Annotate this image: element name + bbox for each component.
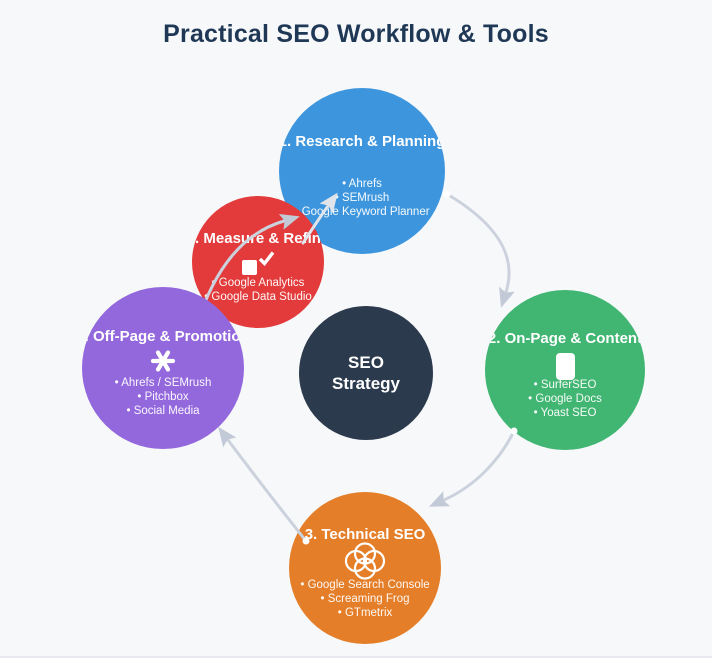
tool-item: SEMrush [294,191,429,205]
node-onpage-content: 2. On-Page & Content SurferSEOGoogle Doc… [485,290,645,450]
node-title: 5. Measure & Refine [192,230,324,247]
tool-list: SurferSEOGoogle DocsYoast SEO [528,378,602,420]
tool-list: Google AnalyticsGoogle Data Studio [204,276,312,304]
checkmark-icon [258,250,274,266]
edge-start-dot [443,190,451,198]
node-title: 4. Off-Page & Promotion [82,328,244,345]
tool-list: Google Search ConsoleScreaming FrogGTmet… [300,578,430,620]
tool-item: Google Search Console [300,578,430,592]
tool-item: Ahrefs [294,177,429,191]
checkbox-icon [241,259,257,275]
tool-item: Google Data Studio [204,290,311,304]
page-title: Practical SEO Workflow & Tools [163,20,549,48]
center-label-line2: Strategy [331,374,401,393]
center-label-line1: SEO [348,353,384,372]
edge-technical-to-offpage [218,426,308,543]
tool-item: SurferSEO [528,378,602,392]
tool-item: Google Docs [528,392,601,406]
tool-item: Pitchbox [115,390,212,404]
node-technical-seo: 3. Technical SEO Google Search ConsoleSc… [289,492,441,644]
tool-item: GTmetrix [300,606,429,620]
bottom-border [0,656,712,658]
edge-research-to-onpage [445,192,515,308]
tool-item: Google Analytics [204,276,312,290]
tool-item: Screaming Frog [300,592,429,606]
clover-icon [344,542,386,580]
node-title: 2. On-Page & Content [487,330,643,347]
asterisk-icon [151,350,175,372]
tool-item: Yoast SEO [528,406,602,420]
node-title: 1. Research & Planning [279,133,445,150]
tool-list: Ahrefs / SEMrushPitchboxSocial Media [115,376,212,418]
edge-onpage-to-technical [428,429,516,507]
tool-list: AhrefsSEMrushGoogle Keyword Planner [294,177,430,219]
node-seo-strategy: SEO Strategy [299,306,433,440]
tool-item: Ahrefs / SEMrush [115,376,211,390]
tool-item: Social Media [115,404,212,418]
tool-item: Google Keyword Planner [294,205,430,219]
document-icon [555,353,575,380]
node-title: 3. Technical SEO [304,526,426,543]
node-offpage-promotion: 4. Off-Page & Promotion Ahrefs / SEMrush… [82,287,244,449]
